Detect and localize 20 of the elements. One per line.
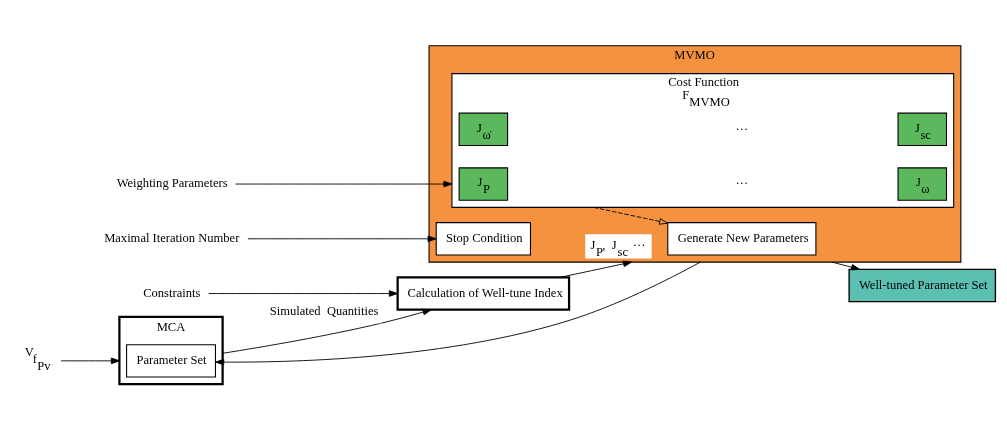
node-box: Stop Condition: [435, 222, 531, 256]
arrow: [214, 261, 701, 366]
node-text: Weighting Parameters: [116, 176, 228, 191]
arrow: [592, 206, 668, 225]
node-box: Well-tuned Parameter Set: [847, 268, 996, 303]
label: ···: [735, 176, 748, 191]
arrow: [221, 308, 432, 354]
arrow: [207, 290, 398, 297]
node-box: Generate New Parameters: [666, 222, 816, 256]
node-box: Calculation of Well-tune Index: [396, 276, 570, 311]
node-text: Maximal Iteration Number: [103, 231, 239, 246]
edge-label: Simulated Quantities: [269, 303, 378, 318]
arrow: [60, 357, 120, 365]
node-text: Constraints: [142, 285, 200, 300]
arrow: [246, 235, 437, 243]
arrow: [234, 180, 452, 188]
arrow: [559, 260, 632, 278]
label: ···: [735, 121, 748, 136]
arrow: [831, 261, 860, 271]
node-box: Parameter Set: [125, 344, 216, 378]
